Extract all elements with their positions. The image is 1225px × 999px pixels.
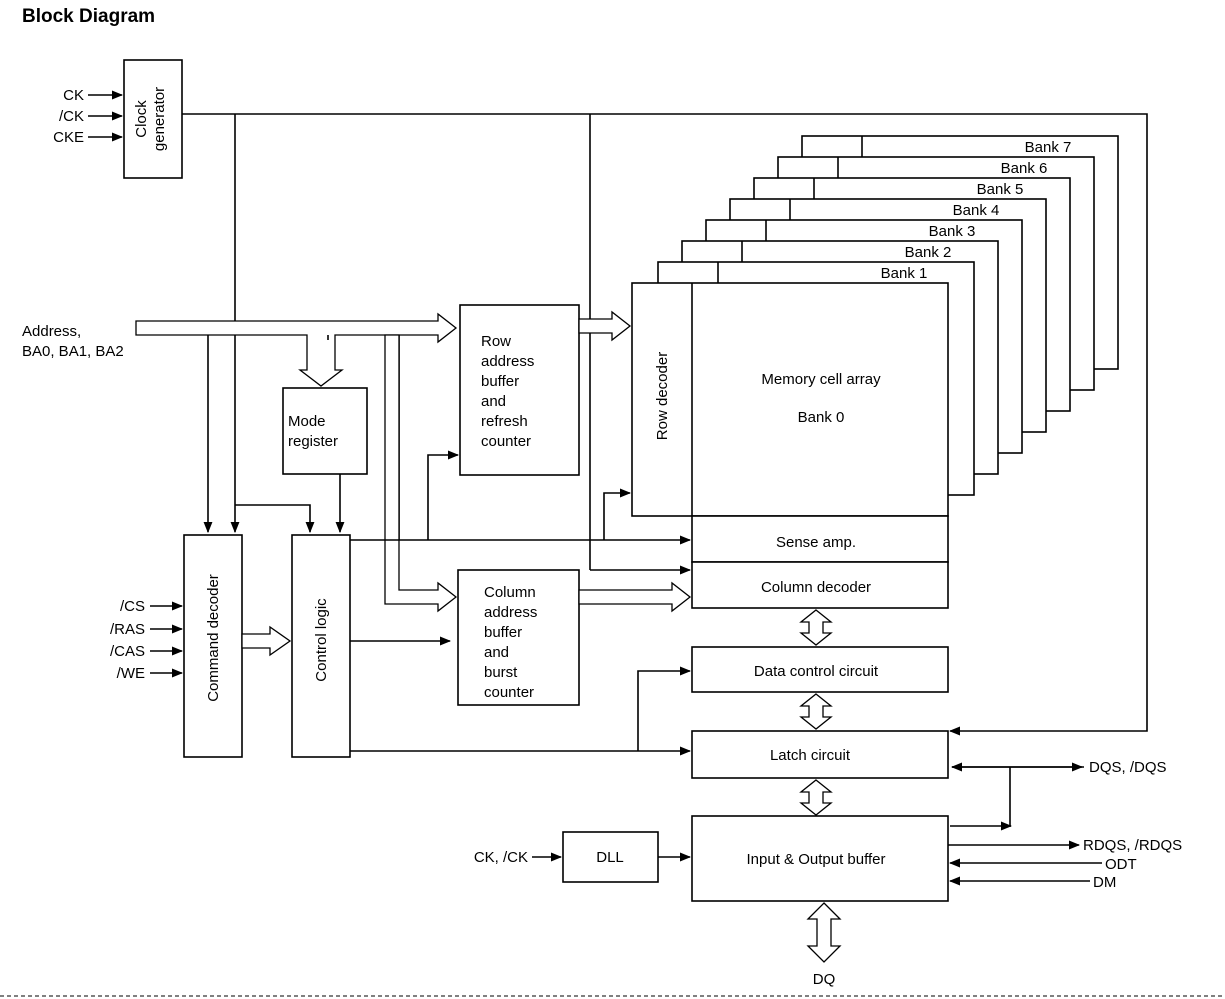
coldec-datactrl-bus <box>799 609 833 646</box>
column-address-buffer-label-4: and <box>484 644 509 661</box>
row-address-buffer-label-2: address <box>481 353 534 370</box>
mode-register-label-2: register <box>288 433 338 450</box>
command-decoder-block <box>183 534 243 758</box>
dq-label: DQ <box>813 971 836 988</box>
bank-3-label: Bank 3 <box>929 223 976 240</box>
latch-io-bus <box>799 779 833 816</box>
row-address-buffer-label-6: counter <box>481 433 531 450</box>
address-label-1: Address, <box>22 323 81 340</box>
control-logic-block <box>291 534 351 758</box>
latch-circuit-block <box>691 730 949 779</box>
column-address-buffer-label-3: buffer <box>484 624 522 641</box>
column-address-buffer-label-5: burst <box>484 664 518 681</box>
address-label-2: BA0, BA1, BA2 <box>22 343 124 360</box>
clock-generator-block <box>123 59 183 179</box>
mode-register-block <box>282 387 368 475</box>
datactrl-latch-bus <box>799 693 833 730</box>
cke-label: CKE <box>53 129 84 146</box>
bank-1-label: Bank 1 <box>881 265 928 282</box>
ras-label: /RAS <box>110 621 145 638</box>
row-decoder-label: Row decoder <box>654 352 671 440</box>
column-decoder-label: Column decoder <box>761 579 871 596</box>
data-control-circuit-label: Data control circuit <box>754 663 879 680</box>
address-bus <box>135 312 458 387</box>
clock-generator-label-1: Clock <box>133 100 150 138</box>
bank-7-label: Bank 7 <box>1025 139 1072 156</box>
bank-5-label: Bank 5 <box>977 181 1024 198</box>
row-address-buffer-block <box>459 304 580 476</box>
cas-label: /CAS <box>110 643 145 660</box>
bank0-frame <box>631 282 949 517</box>
data-control-circuit-block <box>691 646 949 693</box>
mode-register-label-1: Mode <box>288 413 326 430</box>
cmd-to-control-bus <box>241 625 292 657</box>
bank0-label: Bank 0 <box>798 409 845 426</box>
memory-cell-array-label: Memory cell array <box>761 371 881 388</box>
io-buffer-block <box>691 815 949 902</box>
row-to-decoder-bus <box>578 310 632 342</box>
sense-amp-block <box>691 515 949 563</box>
nck-label: /CK <box>59 108 84 125</box>
column-address-buffer-label-2: address <box>484 604 537 621</box>
column-to-decoder-bus <box>578 581 692 613</box>
bank-4-label: Bank 4 <box>953 202 1000 219</box>
io-buffer-label: Input & Output buffer <box>747 851 886 868</box>
we-label: /WE <box>117 665 145 682</box>
row-address-buffer-label-4: and <box>481 393 506 410</box>
odt-label: ODT <box>1105 856 1137 873</box>
command-decoder-label: Command decoder <box>205 574 222 702</box>
clock-generator-label-2: generator <box>151 87 168 151</box>
latch-circuit-label: Latch circuit <box>770 747 851 764</box>
dll-block <box>562 831 659 883</box>
bank-6-label: Bank 6 <box>1001 160 1048 177</box>
column-address-buffer-label-6: counter <box>484 684 534 701</box>
column-address-buffer-label-1: Column <box>484 584 536 601</box>
dq-bus <box>806 902 842 963</box>
row-address-buffer-label-3: buffer <box>481 373 519 390</box>
control-logic-label: Control logic <box>313 598 330 682</box>
address-to-column-bus <box>384 334 458 613</box>
bank-2-label: Bank 2 <box>905 244 952 261</box>
sense-amp-label: Sense amp. <box>776 534 856 551</box>
dll-label: DLL <box>596 849 624 866</box>
rdqs-label: RDQS, /RDQS <box>1083 837 1182 854</box>
column-address-buffer-block <box>457 569 580 706</box>
row-address-buffer-label-5: refresh <box>481 413 528 430</box>
ck-nck-label: CK, /CK <box>474 849 528 866</box>
page-title: Block Diagram <box>22 6 156 27</box>
cs-label: /CS <box>120 598 145 615</box>
dqs-label: DQS, /DQS <box>1089 759 1167 776</box>
dm-label: DM <box>1093 874 1116 891</box>
row-address-buffer-label-1: Row <box>481 333 511 350</box>
ck-label: CK <box>63 87 84 104</box>
column-decoder-block <box>691 561 949 609</box>
